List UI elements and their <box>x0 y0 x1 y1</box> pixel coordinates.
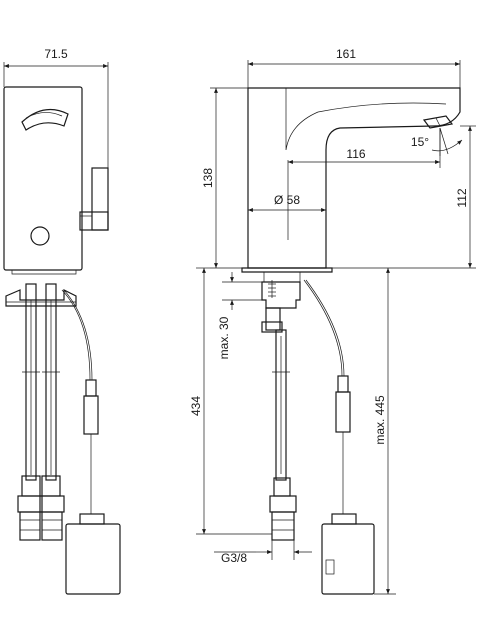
side-width-label: 161 <box>336 47 356 61</box>
base-diameter-label: Ø 58 <box>274 193 300 207</box>
spout-reach-label: 116 <box>346 147 365 161</box>
max-total-length-label: max. 445 <box>373 395 387 445</box>
thread-size-label: G3/8 <box>221 551 247 565</box>
side-view: 161 138 116 15° Ø 58 112 max. 30 43 <box>189 47 476 595</box>
indicator-light-icon <box>30 226 50 246</box>
spout-angle-label: 15° <box>411 135 429 149</box>
front-width-label: 71.5 <box>44 47 68 61</box>
sensor-window-icon <box>21 108 69 131</box>
spout-height-label: 138 <box>201 168 215 188</box>
front-view: 71.5 <box>3 47 121 595</box>
outlet-height-label: 112 <box>455 188 469 207</box>
max-deck-thickness-label: max. 30 <box>217 316 231 359</box>
hose-length-label: 434 <box>189 396 203 416</box>
